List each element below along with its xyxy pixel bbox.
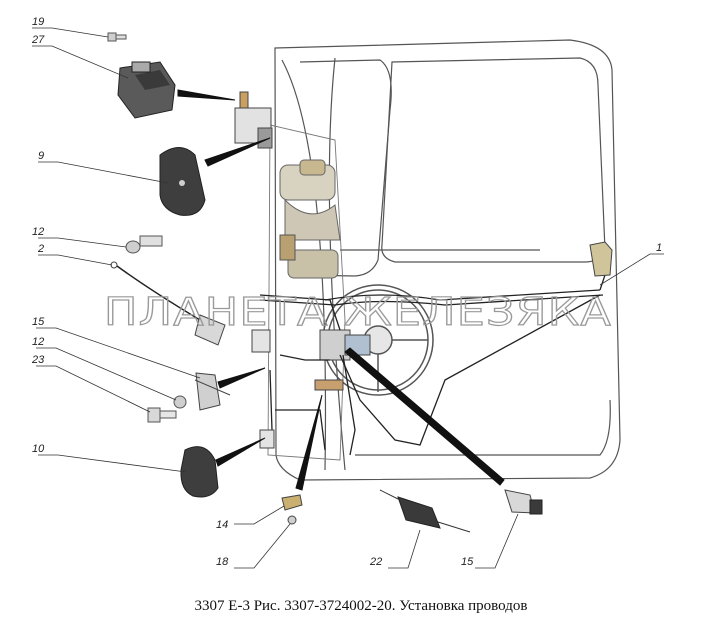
callout-19: 19 <box>32 16 44 28</box>
callout-9: 9 <box>38 150 44 162</box>
ground-wire-2 <box>110 261 226 346</box>
callout-14: 14 <box>216 519 228 531</box>
wire-harness <box>259 254 606 456</box>
door-connector-top <box>234 91 273 149</box>
callout-22: 22 <box>369 556 382 568</box>
washer-12b <box>173 395 187 409</box>
callout-15-left: 15 <box>32 316 45 328</box>
relay-block-27 <box>117 61 176 119</box>
callout-1: 1 <box>656 242 662 254</box>
callout-18: 18 <box>216 556 229 568</box>
watermark-text: ПЛАНЕТА ЖЕЛЕЗЯКА <box>104 290 612 334</box>
figure-caption: 3307 Е-3 Рис. 3307-3724002-20. Установка… <box>194 598 528 614</box>
bracket-15a <box>194 372 231 411</box>
callout-15-right: 15 <box>461 556 474 568</box>
screw-18 <box>287 515 297 525</box>
callout-12-upper: 12 <box>32 226 44 238</box>
wiring-hub <box>314 329 371 391</box>
right-lamp <box>589 241 613 277</box>
callout-leaders <box>32 27 664 569</box>
bolt-19 <box>107 32 127 42</box>
callout-27: 27 <box>31 34 45 46</box>
door-bracket <box>251 329 275 449</box>
clip-14 <box>281 494 303 511</box>
bolt-23 <box>147 407 177 423</box>
pointer-arrows <box>177 89 505 491</box>
grommet-9 <box>159 147 206 216</box>
callout-23: 23 <box>31 354 45 366</box>
callout-10: 10 <box>32 443 45 455</box>
connector-22 <box>379 489 471 533</box>
callout-12-lower: 12 <box>32 336 44 348</box>
grommet-10 <box>180 446 219 498</box>
connector-15b <box>504 489 543 515</box>
callout-2: 2 <box>37 243 44 255</box>
door-lamp-assembly <box>279 159 341 279</box>
washer-12a <box>125 235 163 254</box>
callout-numbers: 19 27 9 12 2 15 12 23 10 14 18 22 15 1 <box>31 16 662 568</box>
